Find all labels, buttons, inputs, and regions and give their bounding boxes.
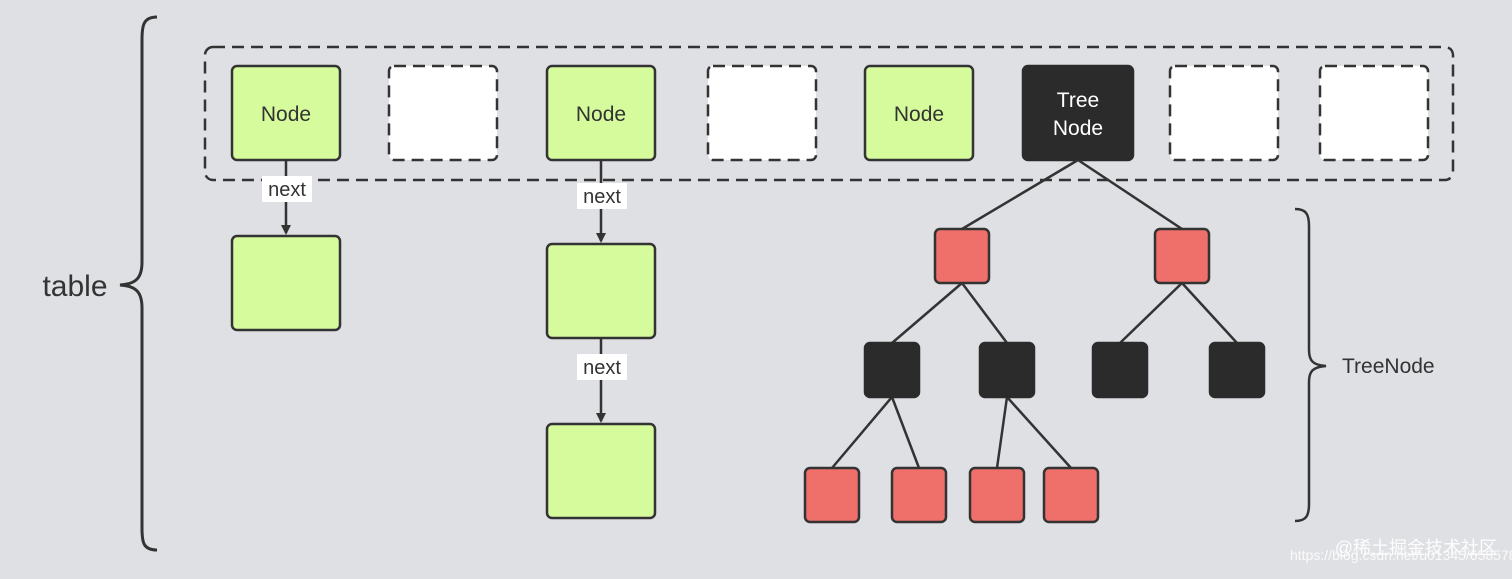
bucket-empty-4 [1318, 64, 1430, 162]
tree-node-label-line1: Tree [1057, 89, 1099, 112]
list-node-2-3 [545, 422, 657, 520]
bucket-tree-node: Tree Node [1021, 64, 1135, 162]
bucket-empty-1 [387, 64, 499, 162]
treenode-label: TreeNode [1342, 355, 1435, 378]
node-label: Node [261, 103, 311, 126]
table-brace [119, 15, 158, 552]
bucket-empty-2 [706, 64, 818, 162]
tree-node-red-2 [1153, 227, 1211, 285]
tree-node-black-2 [978, 341, 1036, 399]
node-label: Node [894, 103, 944, 126]
tree-node-red-5 [968, 466, 1026, 524]
list-node-2-2 [545, 242, 657, 340]
next-text: next [583, 186, 621, 208]
table-label: table [42, 270, 107, 303]
bucket-node-2: Node [545, 64, 657, 162]
tree-node-black-4 [1208, 341, 1266, 399]
tree-edges [831, 158, 1238, 469]
tree-node-red-3 [803, 466, 861, 524]
next-label-3: next [577, 354, 627, 380]
list-node-1-2 [230, 234, 342, 332]
tree-node-red-6 [1042, 466, 1100, 524]
node-label: Node [576, 103, 626, 126]
table-array-container [203, 45, 1455, 182]
watermark-site: @稀土掘金技术社区 [1335, 538, 1497, 558]
tree-node-black-3 [1091, 341, 1149, 399]
treenode-brace [1294, 207, 1327, 523]
watermark-url: https://blog.csdn.net/u01345/658578 [1290, 547, 1512, 563]
tree-node-black-1 [863, 341, 921, 399]
bucket-node-3: Node [863, 64, 975, 162]
next-text: next [268, 179, 306, 201]
tree-node-red-1 [933, 227, 991, 285]
next-label-2: next [577, 183, 627, 209]
bucket-empty-3 [1168, 64, 1280, 162]
tree-node-label-line2: Node [1053, 117, 1103, 140]
bucket-node-1: Node [230, 64, 342, 162]
next-text: next [583, 357, 621, 379]
tree-node-red-4 [890, 466, 948, 524]
next-label-1: next [262, 176, 312, 202]
